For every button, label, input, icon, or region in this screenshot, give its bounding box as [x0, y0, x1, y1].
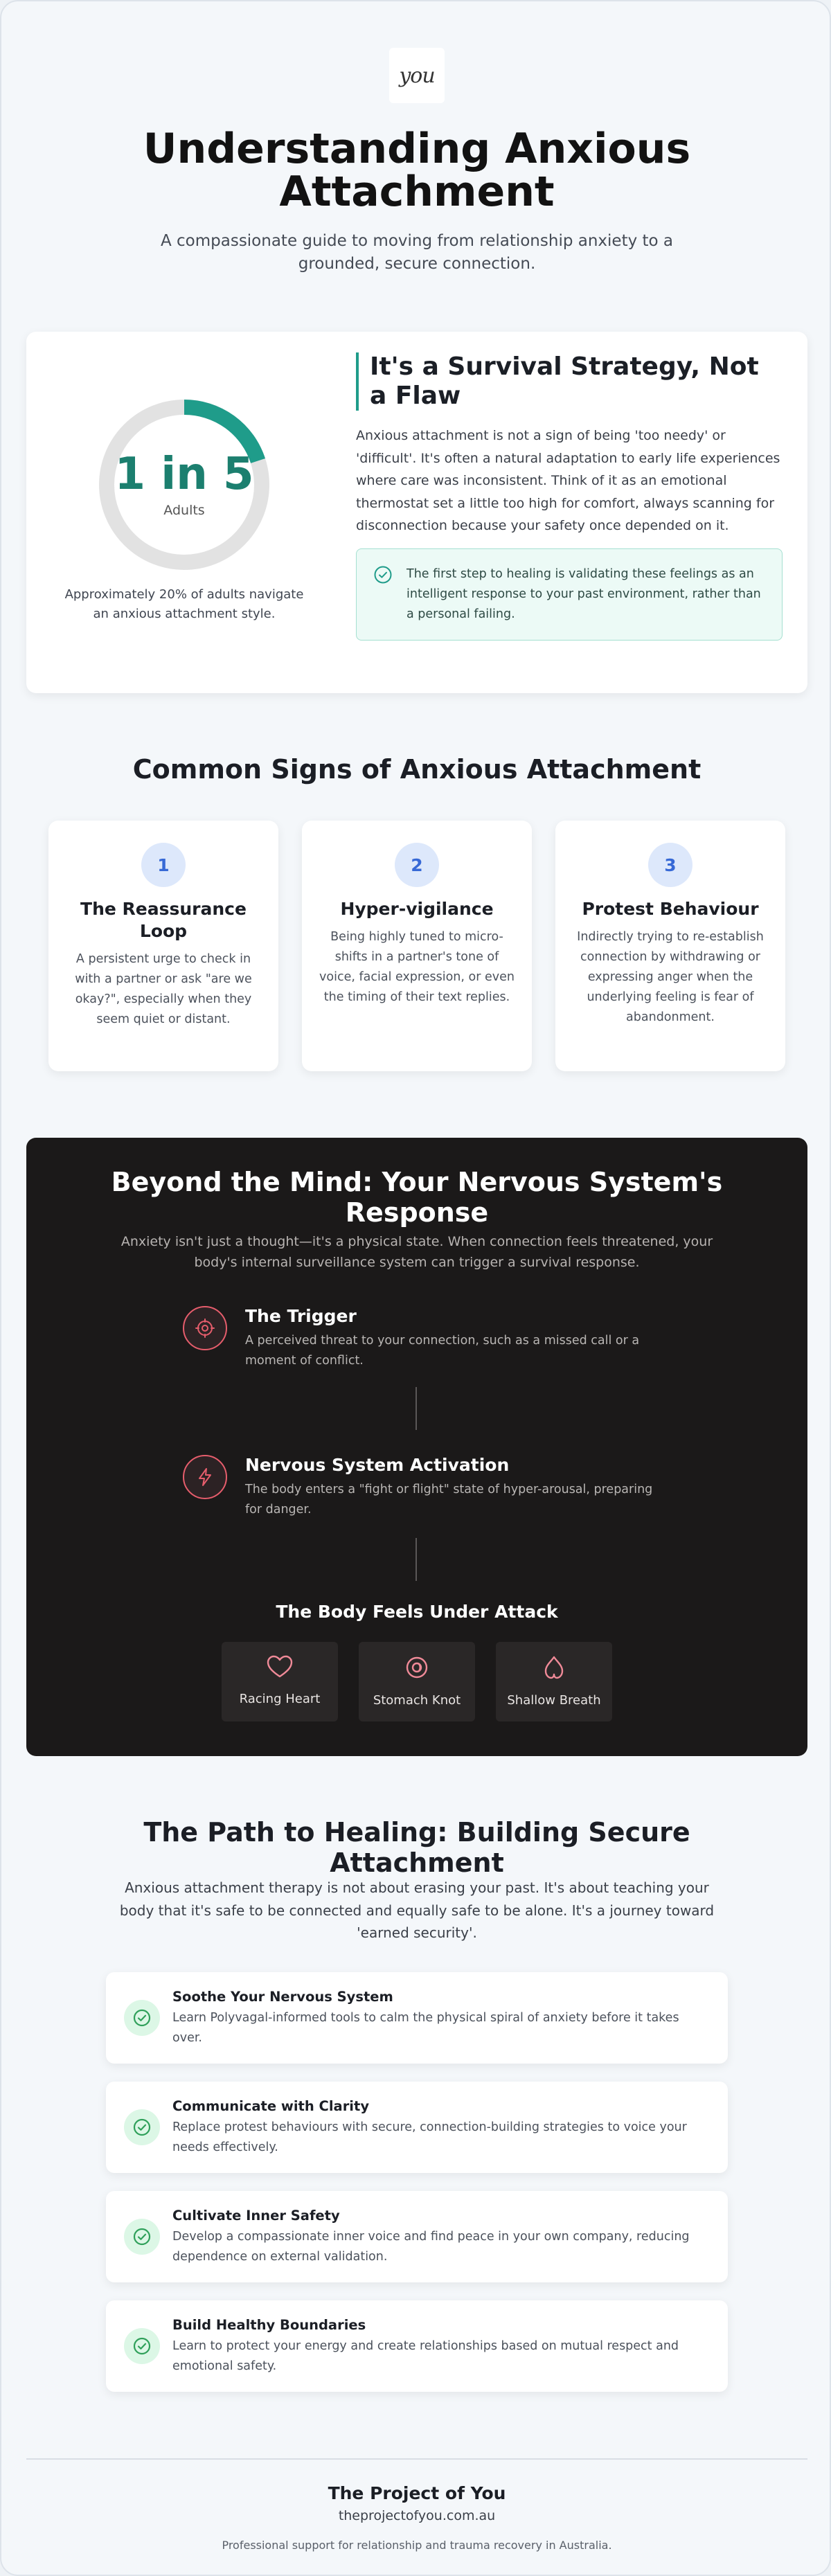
healing-step-description: Learn to protect your energy and create … — [172, 2339, 679, 2373]
sign-card-protest-behaviour: 3 Protest Behaviour Indirectly trying to… — [555, 821, 785, 1071]
sign-number-badge: 2 — [395, 843, 439, 887]
check-circle-icon — [124, 2109, 160, 2145]
step-description: The body enters a "fight or flight" stat… — [245, 1483, 653, 1517]
healing-step-title: Build Healthy Boundaries — [172, 2317, 366, 2333]
healing-step-description: Learn Polyvagal-informed tools to calm t… — [172, 2011, 679, 2045]
step-description: A perceived threat to your connection, s… — [245, 1334, 640, 1368]
page-subtitle: A compassionate guide to moving from rel… — [160, 232, 674, 273]
stat-value: 1 in 5 — [114, 449, 254, 500]
step-title: Nervous System Activation — [245, 1455, 510, 1475]
signs-section-title: Common Signs of Anxious Attachment — [132, 754, 702, 785]
stat-ring: 1 in 5 Adults — [94, 395, 274, 575]
footer-note: Professional support for relationship an… — [222, 2539, 612, 2552]
survival-strategy-card: 1 in 5 Adults Approximately 20% of adult… — [26, 332, 807, 693]
healing-step-inner-safety: Cultivate Inner Safety Develop a compass… — [106, 2191, 728, 2282]
symptom-shallow-breath: Shallow Breath — [496, 1642, 612, 1721]
healing-step-soothe: Soothe Your Nervous System Learn Polyvag… — [106, 1972, 728, 2064]
step-activation: Nervous System Activation The body enter… — [183, 1455, 668, 1517]
sign-title: Protest Behaviour — [582, 899, 759, 919]
symptom-racing-heart: Racing Heart — [222, 1642, 338, 1721]
callout-text: The first step to healing is validating … — [406, 566, 761, 621]
symptom-label: Shallow Breath — [507, 1693, 601, 1708]
nervous-section-title: Beyond the Mind: Your Nervous System's R… — [111, 1167, 723, 1228]
footer-brand-name: The Project of You — [328, 2483, 506, 2503]
check-circle-icon — [374, 566, 392, 583]
healing-intro: Anxious attachment therapy is not about … — [119, 1879, 715, 1941]
brand-logo: you — [389, 48, 445, 103]
target-icon — [183, 1306, 227, 1350]
survival-heading: It's a Survival Strategy, Not a Flaw — [356, 352, 783, 411]
healing-step-communicate: Communicate with Clarity Replace protest… — [106, 2082, 728, 2173]
footer-divider — [26, 2458, 807, 2460]
healing-step-boundaries: Build Healthy Boundaries Learn to protec… — [106, 2300, 728, 2392]
survival-body: Anxious attachment is not a sign of bein… — [356, 428, 780, 533]
symptom-stomach-knot: Stomach Knot — [359, 1642, 475, 1721]
step-title: The Trigger — [245, 1306, 357, 1326]
ring-progress — [99, 400, 269, 570]
check-circle-icon — [124, 2328, 160, 2364]
sign-number-badge: 1 — [141, 843, 186, 887]
check-circle-icon — [124, 2000, 160, 2036]
healing-step-title: Soothe Your Nervous System — [172, 1989, 393, 2005]
sign-card-reassurance-loop: 1 The Reassurance Loop A persistent urge… — [48, 821, 278, 1071]
survival-text-column: It's a Survival Strategy, Not a Flaw Anx… — [356, 352, 783, 641]
step-connector — [416, 1387, 417, 1430]
page-title: Understanding Anxious Attachment — [143, 125, 691, 216]
sign-number-badge: 3 — [648, 843, 692, 887]
stat-label: Adults — [163, 503, 205, 518]
sign-title: The Reassurance Loop — [80, 899, 247, 941]
healing-step-title: Cultivate Inner Safety — [172, 2208, 340, 2224]
healing-step-description: Replace protest behaviours with secure, … — [172, 2120, 687, 2154]
lightning-icon — [183, 1455, 227, 1499]
nervous-section-subtitle: Anxiety isn't just a thought—it's a phys… — [120, 1234, 713, 1270]
stat-donut-chart — [99, 400, 269, 570]
healing-step-title: Communicate with Clarity — [172, 2098, 370, 2114]
sign-card-hyper-vigilance: 2 Hyper-vigilance Being highly tuned to … — [302, 821, 532, 1071]
heart-icon — [267, 1655, 293, 1678]
footer-website-link[interactable]: theprojectofyou.com.au — [338, 2508, 496, 2523]
lungs-icon — [544, 1656, 564, 1679]
sign-title: Hyper-vigilance — [340, 899, 494, 919]
step-connector — [416, 1538, 417, 1581]
body-attack-title: The Body Feels Under Attack — [276, 1602, 558, 1622]
symptom-label: Racing Heart — [239, 1692, 321, 1706]
sign-description: A persistent urge to check in with a par… — [75, 952, 252, 1026]
healing-step-description: Develop a compassionate inner voice and … — [172, 2230, 690, 2264]
sign-description: Indirectly trying to re-establish connec… — [577, 930, 764, 1024]
validation-callout: The first step to healing is validating … — [356, 548, 783, 641]
check-circle-icon — [124, 2219, 160, 2255]
step-trigger: The Trigger A perceived threat to your c… — [183, 1306, 668, 1368]
symptom-label: Stomach Knot — [373, 1693, 461, 1708]
stat-caption: Approximately 20% of adults navigate an … — [64, 587, 304, 621]
nervous-system-section: Beyond the Mind: Your Nervous System's R… — [26, 1138, 807, 1756]
healing-section-title: The Path to Healing: Building Secure Att… — [143, 1817, 690, 1878]
knot-icon — [406, 1656, 428, 1679]
sign-description: Being highly tuned to micro-shifts in a … — [319, 930, 515, 1004]
